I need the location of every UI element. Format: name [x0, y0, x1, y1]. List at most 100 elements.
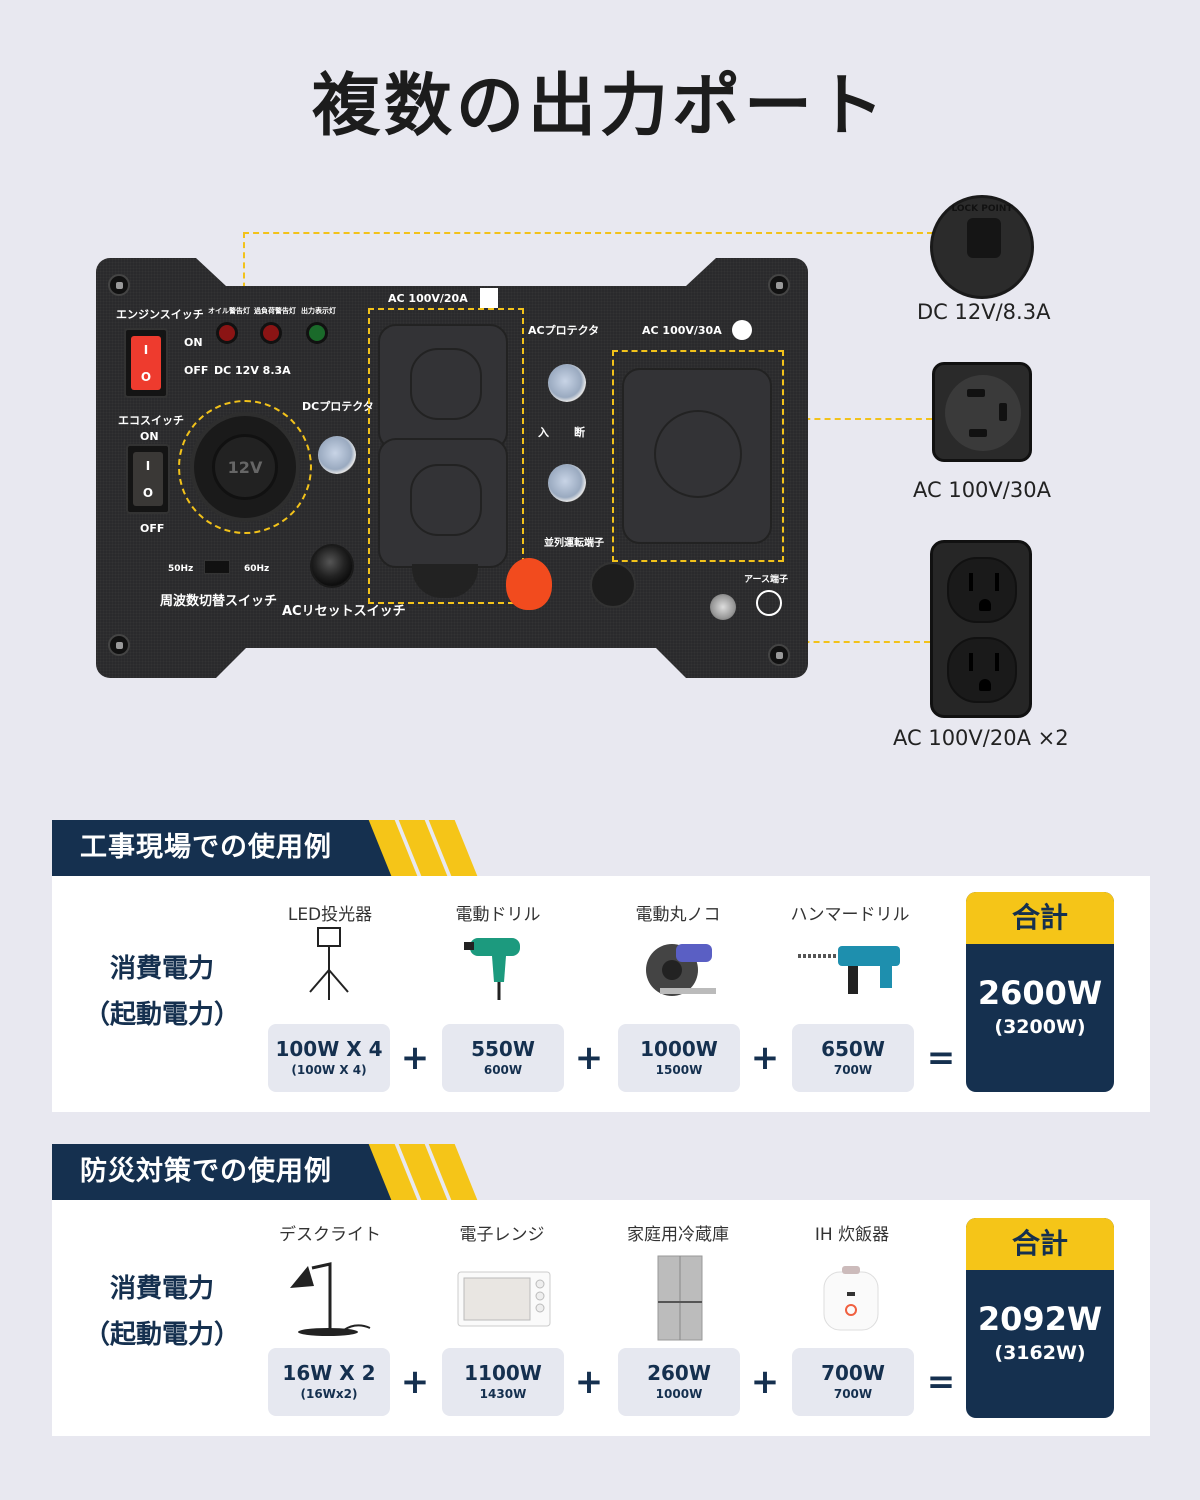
microwave-image — [457, 1271, 551, 1327]
plus-sign: + — [574, 1038, 604, 1078]
ac-reset-button[interactable] — [310, 544, 354, 588]
ac-protector-button-1[interactable] — [548, 364, 586, 402]
item-name: 電動ドリル — [455, 905, 541, 925]
total-label: 合計 — [966, 892, 1114, 944]
screw-icon — [768, 274, 790, 296]
dc-socket-icon: LOCK POINT — [930, 195, 1034, 299]
total-box: 合計 2092W (3162W) — [966, 1218, 1114, 1418]
total-start-watt: (3200W) — [994, 1016, 1086, 1038]
plus-sign: + — [750, 1362, 780, 1402]
output-indicator-label: 出力表示灯 — [301, 307, 336, 315]
dc-12v-socket[interactable]: 12V — [190, 412, 300, 522]
ground-icon — [756, 590, 782, 616]
refrigerator-image — [657, 1255, 703, 1341]
ac20-label: AC 100V/20A — [388, 292, 468, 305]
output-indicator-led — [306, 322, 328, 344]
watt-box: 1100W 1430W — [442, 1348, 564, 1416]
watt-box: 100W X 4 (100W X 4) — [268, 1024, 390, 1092]
plus-sign: + — [400, 1038, 430, 1078]
section-body-construction: 消費電力 （起動電力） LED投光器 100W X 4 (100W X 4) +… — [52, 876, 1150, 1112]
item-name: IH 炊飯器 — [814, 1225, 890, 1245]
dc-protector-label: DCプロテクタ — [302, 400, 374, 413]
freq-60-label: 60Hz — [244, 564, 270, 574]
eco-on-label: ON — [140, 430, 159, 443]
lock-point-text: LOCK POINT — [951, 204, 1013, 214]
plus-sign: + — [574, 1362, 604, 1402]
watt-box: 700W 700W — [792, 1348, 914, 1416]
item-name: 家庭用冷蔵庫 — [627, 1225, 729, 1245]
section-title-disaster: 防災対策での使用例 — [52, 1144, 392, 1200]
plus-sign: + — [400, 1362, 430, 1402]
connector-dc-top — [243, 232, 933, 234]
in-label: 入 — [538, 426, 549, 439]
dc-rating-label: DC 12V 8.3A — [214, 364, 291, 377]
frequency-switch-label: 周波数切替スイッチ — [160, 594, 278, 609]
port-label-dc: DC 12V/8.3A — [917, 300, 1051, 324]
twist-lock-outlet-icon — [932, 362, 1032, 462]
eco-switch-label: エコスイッチ — [118, 414, 184, 427]
ac20-outlet-cover-bottom[interactable] — [378, 438, 508, 568]
screw-icon — [768, 644, 790, 666]
rice-cooker-image — [823, 1266, 879, 1331]
watt-box: 16W X 2 (16Wx2) — [268, 1348, 390, 1416]
cut-label: 断 — [574, 426, 585, 439]
earth-terminal-label: アース端子 — [744, 575, 789, 585]
section-body-disaster: 消費電力 （起動電力） デスクライト 16W X 2 (16Wx2) + 電子レ… — [52, 1200, 1150, 1436]
ac20-highlight — [368, 308, 524, 604]
parallel-terminal-black-cap[interactable] — [590, 562, 636, 608]
watt-box: 550W 600W — [442, 1024, 564, 1092]
watt-box: 260W 1000W — [618, 1348, 740, 1416]
eco-off-label: OFF — [140, 522, 165, 535]
plus-sign: + — [750, 1038, 780, 1078]
twist-lock-symbol-icon — [732, 320, 752, 340]
ac20-outlet-cover-top[interactable] — [378, 324, 508, 450]
page-title: 複数の出力ポート — [311, 67, 888, 146]
watt-box: 1000W 1500W — [618, 1024, 740, 1092]
ac-protector-label: ACプロテクタ — [528, 324, 600, 337]
freq-50-label: 50Hz — [168, 564, 194, 574]
ac-reset-label: ACリセットスイッチ — [282, 604, 406, 619]
overload-warning-led — [260, 322, 282, 344]
parallel-terminal-red-cap[interactable] — [506, 558, 552, 610]
screw-icon — [108, 634, 130, 656]
screw-icon — [108, 274, 130, 296]
dc-socket-label: 12V — [212, 434, 278, 500]
frequency-switch[interactable] — [204, 560, 230, 574]
consumption-label: 消費電力 （起動電力） — [83, 1274, 240, 1350]
ac-protector-button-2[interactable] — [548, 464, 586, 502]
dc-protector-button[interactable] — [318, 436, 356, 474]
duplex-outlet-icon — [930, 540, 1032, 718]
total-label: 合計 — [966, 1218, 1114, 1270]
desk-lamp-image — [290, 1262, 371, 1336]
dc-highlight — [178, 400, 312, 534]
parallel-terminal-label: 並列運転端子 — [544, 538, 604, 549]
equals-sign: = — [926, 1038, 956, 1078]
consumption-label: 消費電力 （起動電力） — [83, 954, 240, 1030]
item-name: LED投光器 — [287, 905, 373, 925]
connector-ac30 — [784, 418, 932, 420]
earth-terminal-bolt[interactable] — [710, 594, 736, 620]
oil-warning-label: オイル警告灯 — [208, 307, 250, 315]
led-floodlight-image — [309, 927, 349, 1000]
engine-on-label: ON — [184, 336, 203, 349]
equals-sign: = — [926, 1362, 956, 1402]
engine-off-label: OFF — [184, 364, 209, 377]
item-name: 電動丸ノコ — [635, 905, 721, 925]
overload-warning-label: 過負荷警告灯 — [254, 307, 296, 315]
electric-drill-image — [464, 938, 520, 1000]
ac30-outlet-cover[interactable] — [622, 368, 772, 544]
total-watt: 2600W — [977, 974, 1103, 1012]
watt-box: 650W 700W — [792, 1024, 914, 1092]
item-name: デスクライト — [279, 1225, 381, 1245]
total-box: 合計 2600W (3200W) — [966, 892, 1114, 1092]
engine-switch-label: エンジンスイッチ — [116, 308, 204, 321]
item-name: ハンマードリル — [790, 905, 910, 925]
total-watt: 2092W — [977, 1300, 1103, 1338]
total-start-watt: (3162W) — [994, 1342, 1086, 1364]
outlet-symbol-icon — [480, 288, 498, 308]
item-name: 電子レンジ — [459, 1225, 545, 1245]
oil-warning-led — [216, 322, 238, 344]
